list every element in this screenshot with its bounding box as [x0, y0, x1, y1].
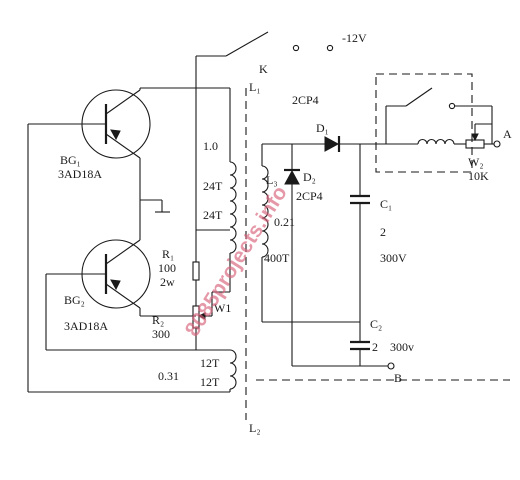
label-c1-value: 2 — [380, 225, 386, 239]
label-l1: L₁ — [249, 80, 261, 94]
terminal-b — [387, 362, 395, 370]
label-c1-voltage: 300V — [380, 251, 407, 265]
label-bg2: BG₂ — [64, 293, 85, 307]
label-w1: W1 — [214, 301, 231, 315]
label-d1-type: 2CP4 — [292, 93, 319, 107]
label-wire-0-31: 0.31 — [158, 369, 179, 383]
label-d2: D₂ — [303, 170, 316, 184]
diode-d1 — [324, 136, 386, 152]
label-k: K — [259, 62, 268, 76]
terminal-a — [493, 140, 501, 148]
label-c1: C₁ — [380, 197, 392, 211]
transistor-bg2 — [76, 239, 151, 309]
label-r1-power: 2w — [160, 275, 175, 289]
label-w2: W₂ — [468, 155, 484, 169]
label-r2-value: 300 — [152, 327, 170, 341]
transistor-bg1 — [81, 89, 151, 159]
output-network — [385, 87, 493, 145]
primary-winding-l1 — [196, 161, 237, 292]
output-enclosure — [375, 73, 473, 173]
label-turns-24t-b: 24T — [203, 208, 223, 222]
left-wiring — [27, 87, 231, 393]
label-wire-0-21: 0.21 — [274, 215, 295, 229]
label-turns-400t: 400T — [264, 251, 290, 265]
label-l2: L₂ — [249, 421, 261, 435]
label-r2: R₂ — [152, 313, 164, 327]
label-r1-value: 100 — [158, 261, 176, 275]
label-r1: R₁ — [162, 247, 174, 261]
resistor-r1 — [192, 230, 200, 306]
capacitor-c1 — [350, 144, 370, 322]
label-w2-value: 10K — [468, 169, 489, 183]
capacitor-c2 — [350, 322, 370, 366]
potentiometer-w1 — [192, 291, 230, 350]
label-d2-type: 2CP4 — [296, 189, 323, 203]
label-term-b: B — [394, 371, 402, 385]
label-bg2-type: 3AD18A — [64, 319, 108, 333]
resistor-w2 — [465, 123, 494, 149]
label-l3: L₃ — [266, 173, 278, 187]
label-turns-24t-a: 24T — [203, 179, 223, 193]
label-term-a: A — [503, 127, 512, 141]
feedback-winding — [229, 349, 237, 392]
label-wire-1-0: 1.0 — [203, 139, 218, 153]
label-neg12v: -12V — [342, 31, 367, 45]
secondary-winding-l3 — [261, 143, 360, 323]
switch-k — [195, 31, 334, 230]
label-c2-voltage: 300v — [390, 340, 414, 354]
label-bg1: BG₁ — [60, 153, 81, 167]
diode-d2 — [284, 144, 388, 367]
label-c2: C₂ — [370, 317, 382, 331]
label-turns-12t-b: 12T — [200, 375, 220, 389]
label-d1: D₁ — [316, 121, 329, 135]
label-turns-12t-a: 12T — [200, 356, 220, 370]
label-c2-value: 2 — [372, 340, 378, 354]
label-bg1-type: 3AD18A — [58, 167, 102, 181]
